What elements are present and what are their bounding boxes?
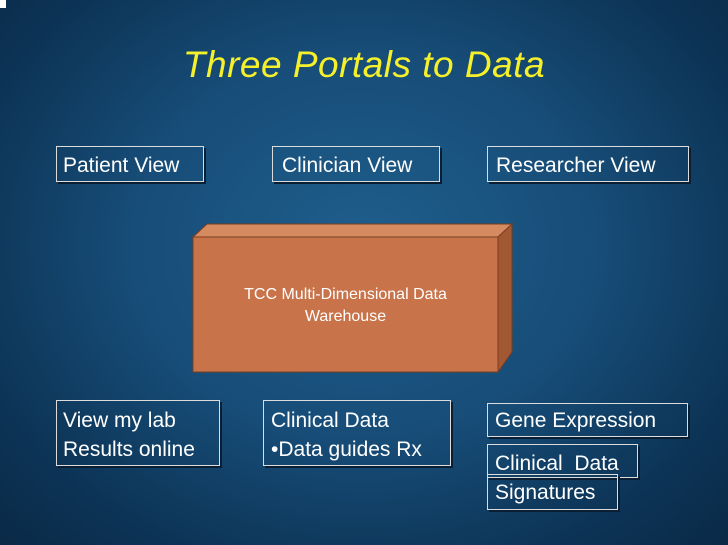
corner-mark: [0, 0, 6, 8]
patient-detail-line2: Results online: [63, 438, 195, 461]
warehouse-label-line2: Warehouse: [304, 308, 387, 325]
warehouse-label-line1: TCC Multi-Dimensional Data: [244, 286, 447, 303]
slide-title: Three Portals to Data: [182, 44, 546, 85]
clinician-detail-line1: Clinical Data: [271, 409, 389, 432]
warehouse-shape: [191, 222, 514, 374]
gene-expression-label: Gene Expression: [495, 409, 657, 432]
clinical-data-box: Clinical Data: [487, 444, 638, 478]
signatures-label: Signatures: [495, 481, 596, 504]
gene-expression-box: Gene Expression: [487, 403, 688, 437]
researcher-view-box: Researcher View: [487, 146, 689, 182]
warehouse-label: TCC Multi-Dimensional Data Warehouse: [193, 284, 498, 328]
patient-detail-box: View my lab Results online: [56, 400, 220, 466]
clinician-view-box: Clinician View: [272, 146, 440, 182]
signatures-box: Signatures: [487, 474, 618, 510]
researcher-view-label: Researcher View: [496, 154, 656, 177]
clinician-detail-line2: •Data guides Rx: [271, 438, 422, 461]
data-warehouse-block: TCC Multi-Dimensional Data Warehouse: [191, 222, 514, 374]
patient-view-box: Patient View: [56, 146, 204, 182]
patient-detail-line1: View my lab: [63, 409, 176, 432]
clinician-detail-box: Clinical Data •Data guides Rx: [263, 400, 451, 466]
patient-view-label: Patient View: [63, 154, 180, 177]
clinician-view-label: Clinician View: [282, 154, 413, 177]
clinical-data-label: Clinical Data: [495, 452, 619, 475]
